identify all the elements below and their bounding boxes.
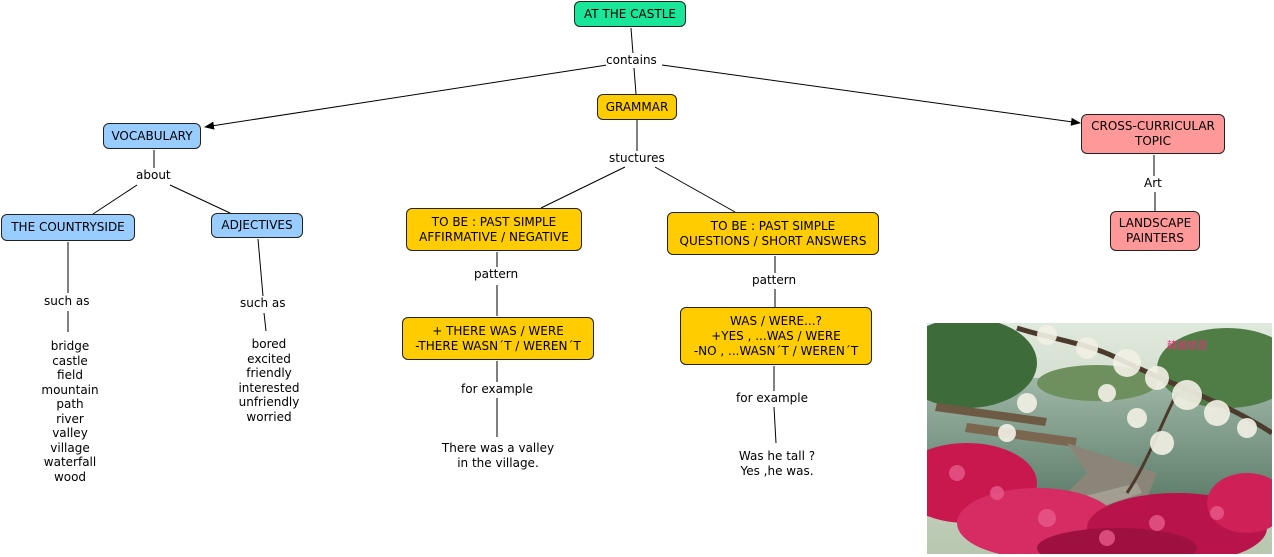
cross-curricular-node[interactable]: CROSS-CURRICULAR TOPIC: [1081, 114, 1225, 154]
link-label-pattern-1: pattern: [474, 267, 519, 282]
link-label-about: about: [136, 168, 171, 183]
countryside-label: THE COUNTRYSIDE: [11, 220, 125, 234]
there-was-line-1: + THERE WAS / WERE: [432, 323, 564, 338]
was-were-line-1: WAS / WERE...?: [730, 313, 822, 328]
affirmative-line-1: TO BE : PAST SIMPLE: [431, 214, 557, 229]
link-label-contains: contains: [606, 53, 657, 68]
link-label-for-example-1: for example: [461, 382, 533, 397]
list-item: valley: [52, 426, 88, 440]
example-line: There was a valley: [441, 441, 555, 455]
list-item: castle: [52, 353, 88, 368]
link-label-stuctures: stuctures: [609, 151, 665, 166]
questions-short-answers-node[interactable]: TO BE : PAST SIMPLE QUESTIONS / SHORT AN…: [667, 212, 879, 255]
list-item: worried: [246, 409, 292, 424]
grammar-label: GRAMMAR: [605, 99, 669, 114]
was-were-line-2: +YES , ...WAS / WERE: [711, 328, 841, 343]
countryside-word-list: bridge castle field mountain path river …: [30, 339, 110, 484]
root-label: AT THE CASTLE: [584, 6, 676, 21]
affirmative-negative-node[interactable]: TO BE : PAST SIMPLE AFFIRMATIVE / NEGATI…: [406, 208, 582, 251]
questions-line-2: QUESTIONS / SHORT ANSWERS: [679, 233, 867, 248]
list-item: village: [50, 440, 90, 455]
list-item: river: [56, 411, 84, 426]
adjectives-node[interactable]: ADJECTIVES: [211, 213, 303, 238]
grammar-node[interactable]: GRAMMAR: [597, 94, 677, 120]
list-item: interested: [238, 380, 300, 395]
example-line: Yes ,he was.: [740, 463, 814, 478]
link-label-art: Art: [1144, 176, 1162, 191]
list-item: wood: [53, 469, 87, 484]
link-label-such-as-1: such as: [44, 294, 90, 309]
landscape-line-2: PAINTERS: [1125, 231, 1185, 245]
list-item: path: [56, 397, 84, 411]
link-label-for-example-2: for example: [736, 391, 808, 406]
was-were-node[interactable]: WAS / WERE...? +YES , ...WAS / WERE -NO …: [680, 307, 872, 365]
adjectives-label: ADJECTIVES: [221, 218, 293, 232]
list-item: bored: [251, 337, 287, 351]
list-item: excited: [247, 351, 291, 366]
affirmative-line-2: AFFIRMATIVE / NEGATIVE: [419, 229, 569, 244]
link-label-such-as-2: such as: [240, 296, 286, 311]
questions-line-1: TO BE : PAST SIMPLE: [710, 218, 836, 233]
list-item: friendly: [246, 366, 292, 380]
list-item: bridge: [50, 339, 90, 353]
vocabulary-label: VOCABULARY: [111, 128, 193, 143]
link-label-pattern-2: pattern: [752, 273, 797, 288]
example-sentence-2: Was he tall ? Yes ,he was.: [722, 449, 832, 478]
cross-curricular-line-2: TOPIC: [1135, 134, 1171, 148]
example-line: in the village.: [457, 455, 539, 470]
root-node[interactable]: AT THE CASTLE: [574, 1, 686, 27]
example-sentence-1: There was a valley in the village.: [433, 441, 563, 470]
example-line: Was he tall ?: [738, 449, 816, 463]
cross-curricular-line-1: CROSS-CURRICULAR: [1091, 119, 1215, 133]
list-item: mountain: [41, 382, 99, 397]
there-was-node[interactable]: + THERE WAS / WERE -THERE WASN´T / WEREN…: [402, 317, 594, 360]
list-item: field: [57, 368, 83, 382]
garden-photo: 韓國旅遊: [927, 323, 1272, 554]
list-item: unfriendly: [238, 395, 300, 409]
list-item: waterfall: [43, 455, 97, 469]
vocabulary-node[interactable]: VOCABULARY: [103, 123, 201, 149]
landscape-painters-node[interactable]: LANDSCAPE PAINTERS: [1110, 211, 1200, 251]
there-was-line-2: -THERE WASN´T / WEREN´T: [415, 338, 581, 353]
was-were-line-3: -NO , ...WASN´T / WEREN´T: [693, 343, 859, 358]
adjective-word-list: bored excited friendly interested unfrie…: [229, 337, 309, 424]
photo-stamp: 韓國旅遊: [1167, 341, 1207, 352]
countryside-node[interactable]: THE COUNTRYSIDE: [1, 214, 135, 241]
landscape-line-1: LANDSCAPE: [1118, 216, 1192, 230]
